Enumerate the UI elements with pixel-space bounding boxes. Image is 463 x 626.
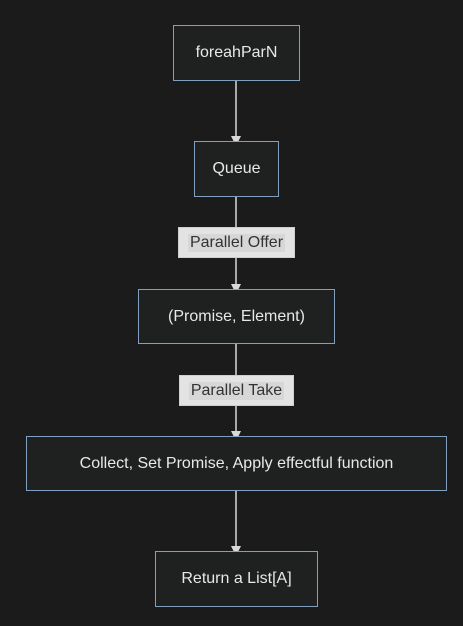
- edge-label-parallel-take: Parallel Take: [179, 375, 294, 406]
- edge-label-parallel-offer-text: Parallel Offer: [187, 233, 286, 252]
- node-collect: Collect, Set Promise, Apply effectful fu…: [26, 436, 447, 491]
- node-promise-element-label: (Promise, Element): [168, 307, 305, 325]
- edge-label-parallel-offer: Parallel Offer: [178, 227, 295, 258]
- node-foreachparn: foreahParN: [173, 25, 300, 81]
- node-queue: Queue: [194, 141, 279, 197]
- edge-label-parallel-take-text: Parallel Take: [188, 381, 285, 400]
- node-collect-label: Collect, Set Promise, Apply effectful fu…: [79, 454, 394, 472]
- node-return-list: Return a List[A]: [155, 551, 318, 607]
- node-foreachparn-label: foreahParN: [195, 44, 278, 61]
- node-queue-label: Queue: [212, 160, 261, 177]
- node-return-list-label: Return a List[A]: [181, 570, 292, 587]
- node-promise-element: (Promise, Element): [138, 289, 335, 344]
